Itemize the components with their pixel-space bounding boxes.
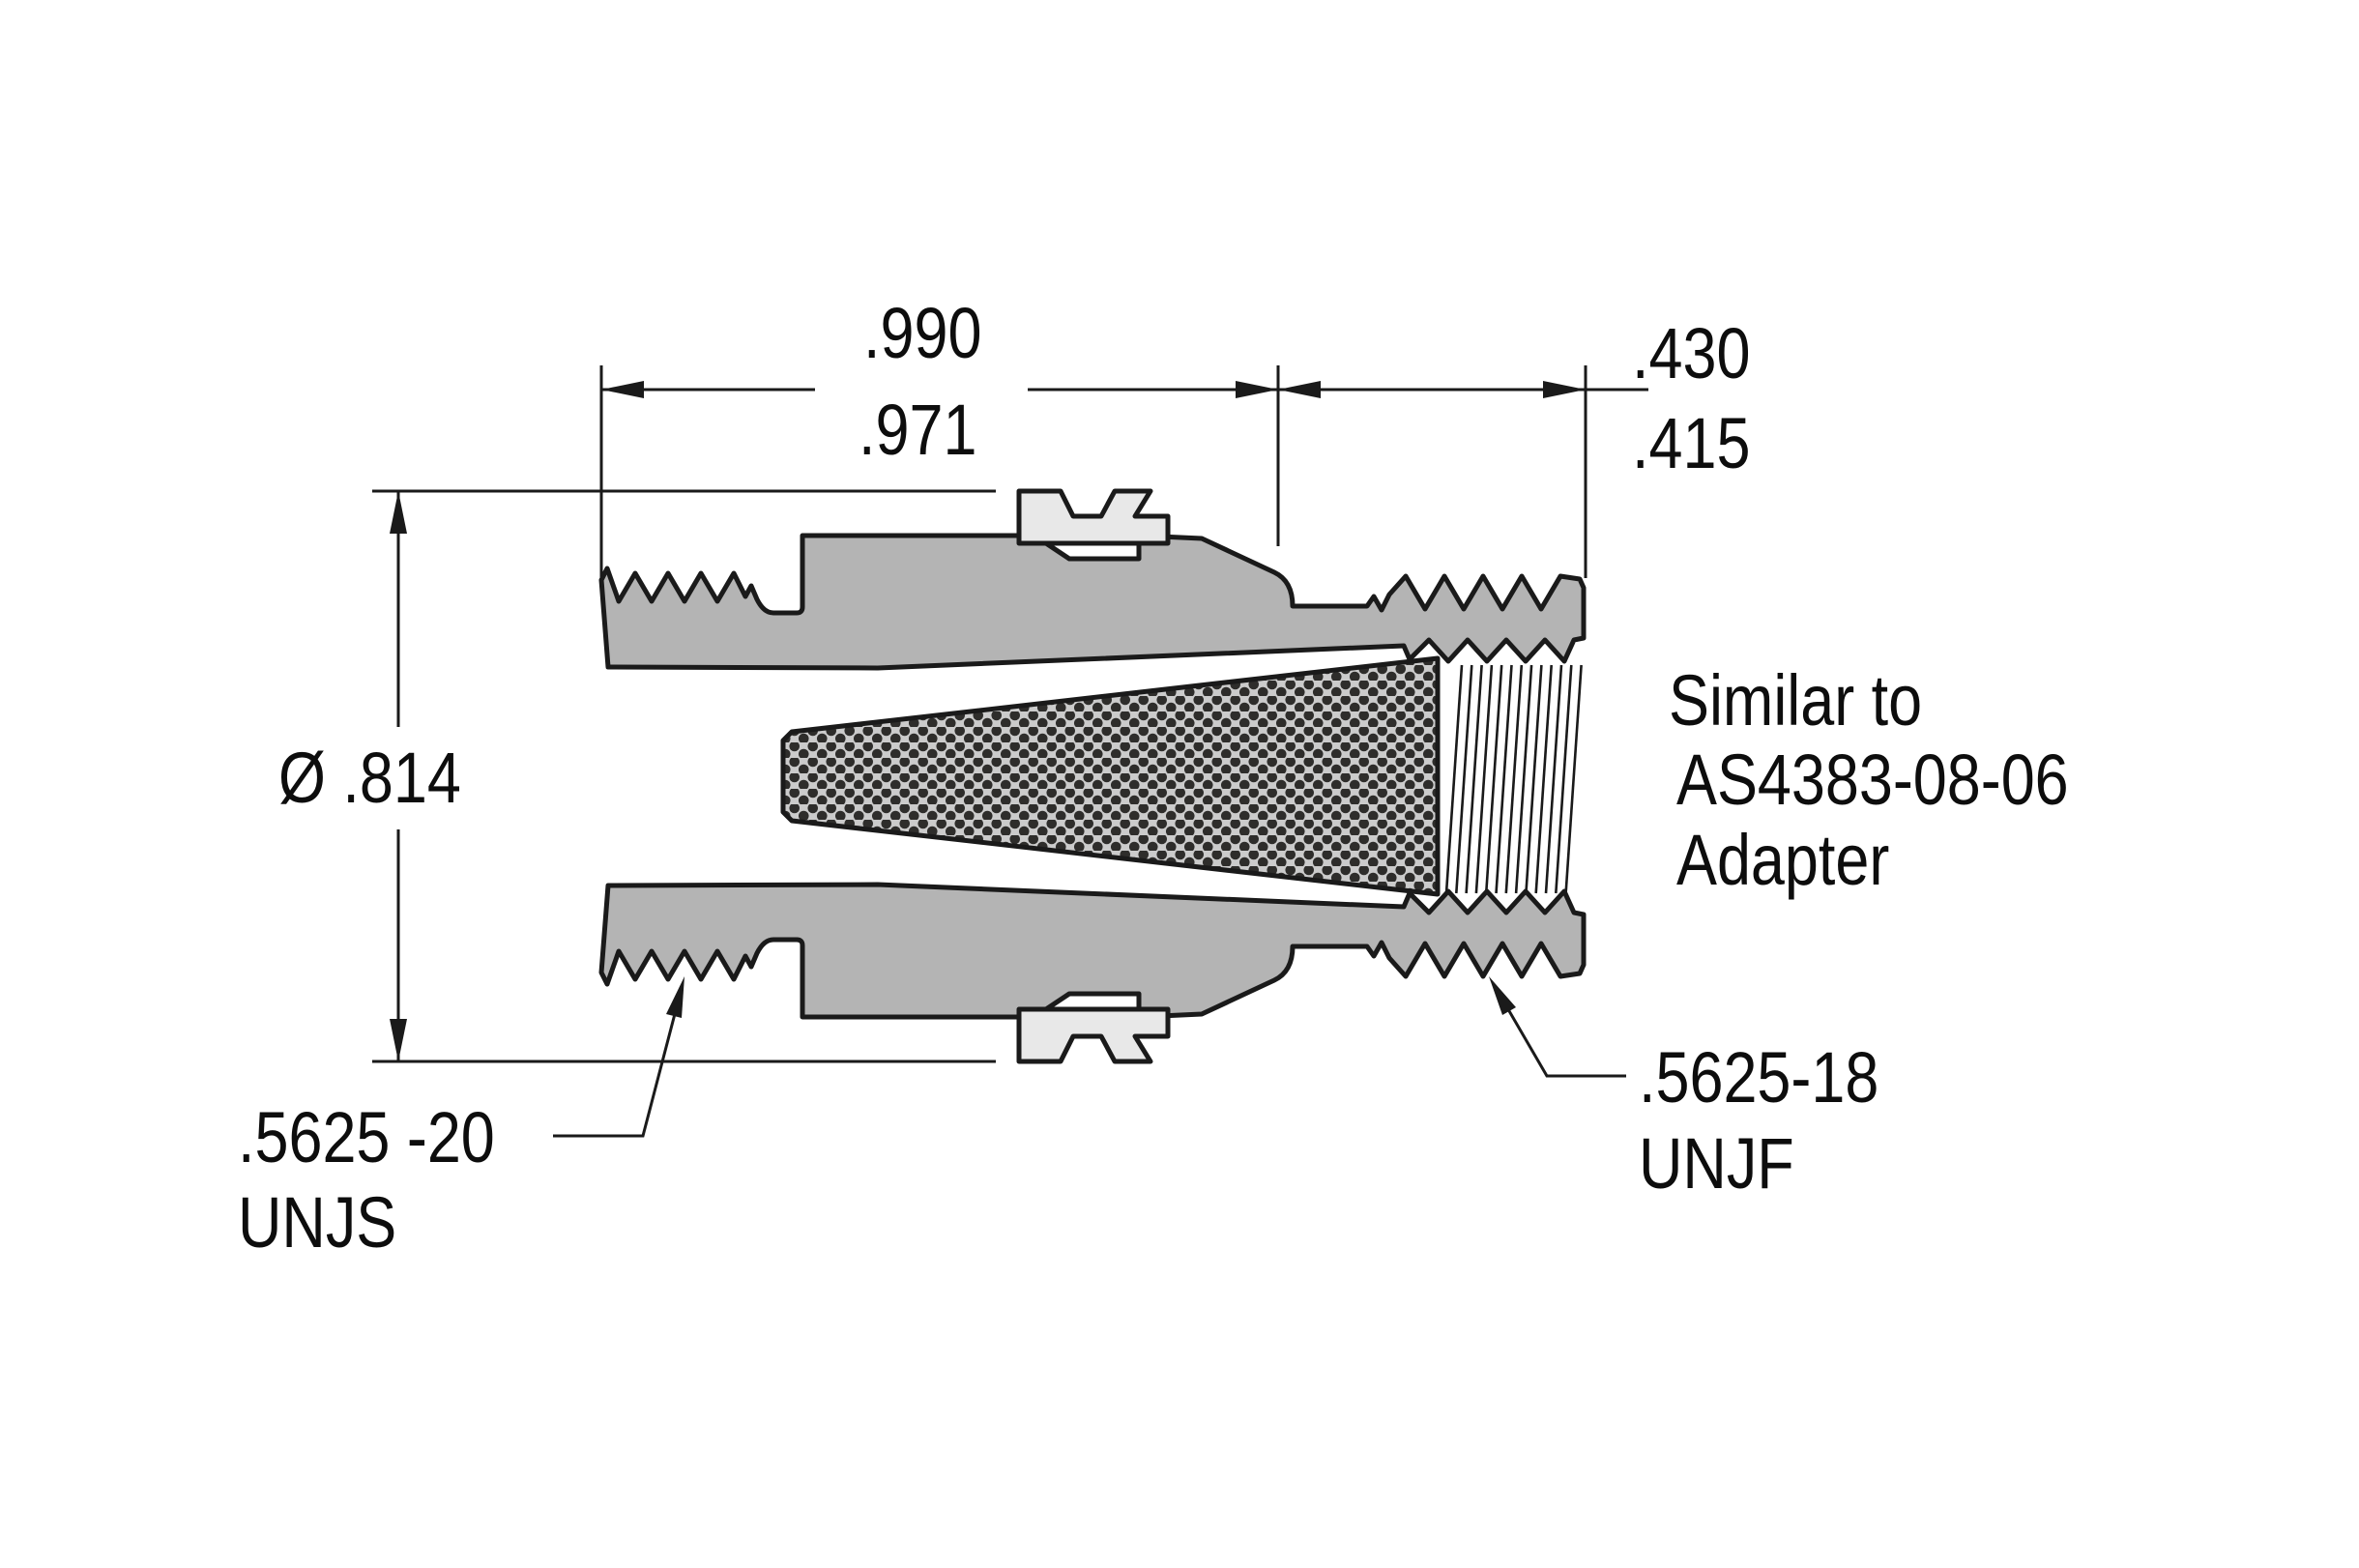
arrow-right bbox=[1543, 381, 1586, 398]
female-thread-line bbox=[1444, 664, 1464, 894]
note-line2: AS4383-08-06 bbox=[1676, 740, 2069, 820]
female-thread-line bbox=[1555, 664, 1573, 894]
female-thread-line bbox=[1455, 664, 1473, 894]
adapter-body-lower-wall bbox=[598, 882, 1587, 1020]
female-thread-line bbox=[1564, 664, 1583, 894]
lockwire-tab-top bbox=[1016, 488, 1171, 546]
dim-diameter-text: Ø .814 bbox=[278, 738, 461, 818]
dim-nut-length-lower-text: .415 bbox=[1632, 403, 1751, 483]
lockwire-tab-bottom bbox=[1016, 1006, 1171, 1064]
female-thread-line bbox=[1514, 664, 1533, 894]
thread-callout-unjs-line1: .5625 -20 bbox=[238, 1097, 495, 1177]
female-thread-line bbox=[1495, 664, 1513, 894]
female-thread-line bbox=[1465, 664, 1483, 894]
arrow-right-at-middle bbox=[1236, 381, 1278, 398]
female-thread-line bbox=[1504, 664, 1524, 894]
leader-unjs-arrow bbox=[666, 976, 684, 1018]
arrow-up bbox=[390, 491, 407, 534]
dimension-lines bbox=[372, 365, 1648, 1138]
thread-callout-unjf-line2: UNJF bbox=[1639, 1123, 1794, 1204]
thread-callout-unjs-line2: UNJS bbox=[238, 1182, 397, 1263]
leader-unjf bbox=[1493, 985, 1626, 1078]
note-line1: Similar to bbox=[1669, 660, 1923, 740]
female-thread-line bbox=[1534, 664, 1553, 894]
strainer-cone bbox=[780, 655, 1441, 897]
female-thread-line bbox=[1525, 664, 1543, 894]
female-thread-line bbox=[1474, 664, 1494, 894]
note-line3: Adapter bbox=[1676, 820, 1890, 900]
adapter-part bbox=[598, 488, 1587, 1064]
leader-unjf-arrow bbox=[1489, 976, 1516, 1015]
female-thread-lines bbox=[1444, 664, 1583, 894]
dim-nut-length-upper-text: .430 bbox=[1632, 313, 1751, 393]
arrow-down bbox=[390, 1019, 407, 1061]
female-thread-line bbox=[1484, 664, 1503, 894]
thread-callout-unjf-line1: .5625-18 bbox=[1639, 1037, 1879, 1118]
dim-body-length-upper-text: .990 bbox=[863, 293, 982, 373]
female-thread-line bbox=[1544, 664, 1563, 894]
arrow-left-at-middle bbox=[1278, 381, 1321, 398]
adapter-body-upper-wall bbox=[598, 533, 1587, 671]
dim-body-length-lower-text: .971 bbox=[859, 390, 977, 470]
arrow-left bbox=[601, 381, 644, 398]
leader-unjs bbox=[553, 987, 684, 1138]
